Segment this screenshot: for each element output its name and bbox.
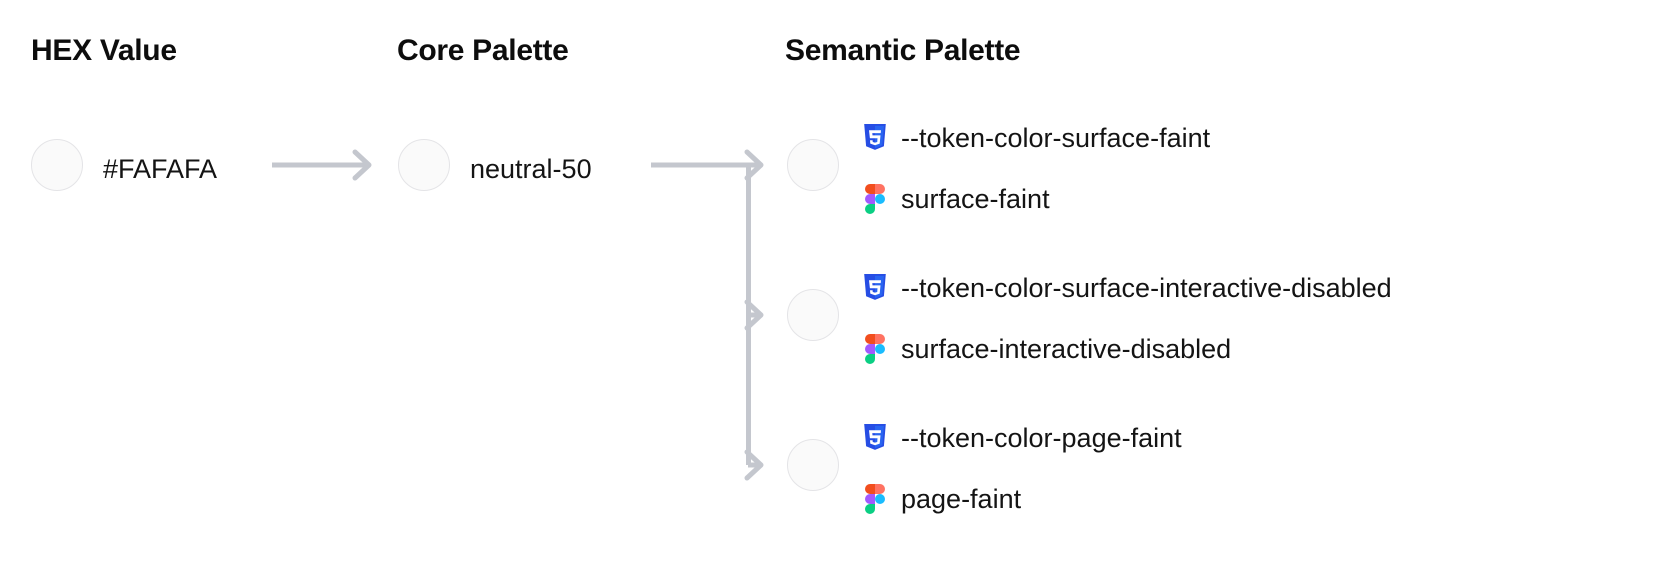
arrow-right-icon: [272, 149, 372, 181]
semantic-css-line-0: --token-color-surface-faint: [862, 117, 1210, 159]
semantic-css-token-2: --token-color-page-faint: [901, 422, 1182, 453]
semantic-css-line-1: --token-color-surface-interactive-disabl…: [862, 267, 1392, 309]
hex-value-label: #FAFAFA: [103, 154, 218, 184]
semantic-swatch-2[interactable]: [787, 439, 839, 491]
semantic-figma-token-0: surface-faint: [901, 183, 1050, 214]
column-header-core-palette: Core Palette: [397, 34, 569, 67]
figma-icon: [862, 484, 888, 514]
core-palette-label: neutral-50: [470, 154, 592, 184]
semantic-css-line-2: --token-color-page-faint: [862, 417, 1182, 459]
semantic-swatch-1[interactable]: [787, 289, 839, 341]
semantic-figma-line-0: surface-faint: [862, 178, 1210, 220]
figma-icon: [862, 184, 888, 214]
branch-connector-icon: [651, 149, 764, 481]
semantic-row-1: --token-color-surface-interactive-disabl…: [862, 267, 1392, 370]
semantic-row-2: --token-color-page-faint page-faint: [862, 417, 1182, 520]
semantic-css-token-0: --token-color-surface-faint: [901, 122, 1211, 153]
semantic-css-token-1: --token-color-surface-interactive-disabl…: [901, 272, 1392, 303]
css3-icon: [862, 423, 888, 453]
semantic-swatch-0[interactable]: [787, 139, 839, 191]
semantic-row-0: --token-color-surface-faint surface-fain…: [862, 117, 1210, 220]
semantic-figma-line-2: page-faint: [862, 478, 1182, 520]
core-palette-swatch[interactable]: [398, 139, 450, 191]
column-header-semantic-palette: Semantic Palette: [785, 34, 1021, 67]
css3-icon: [862, 273, 888, 303]
semantic-figma-token-1: surface-interactive-disabled: [901, 333, 1232, 364]
figma-icon: [862, 334, 888, 364]
column-header-hex-value: HEX Value: [31, 34, 177, 67]
semantic-figma-line-1: surface-interactive-disabled: [862, 328, 1392, 370]
css3-icon: [862, 123, 888, 153]
hex-value-swatch[interactable]: [31, 139, 83, 191]
semantic-figma-token-2: page-faint: [901, 483, 1022, 514]
